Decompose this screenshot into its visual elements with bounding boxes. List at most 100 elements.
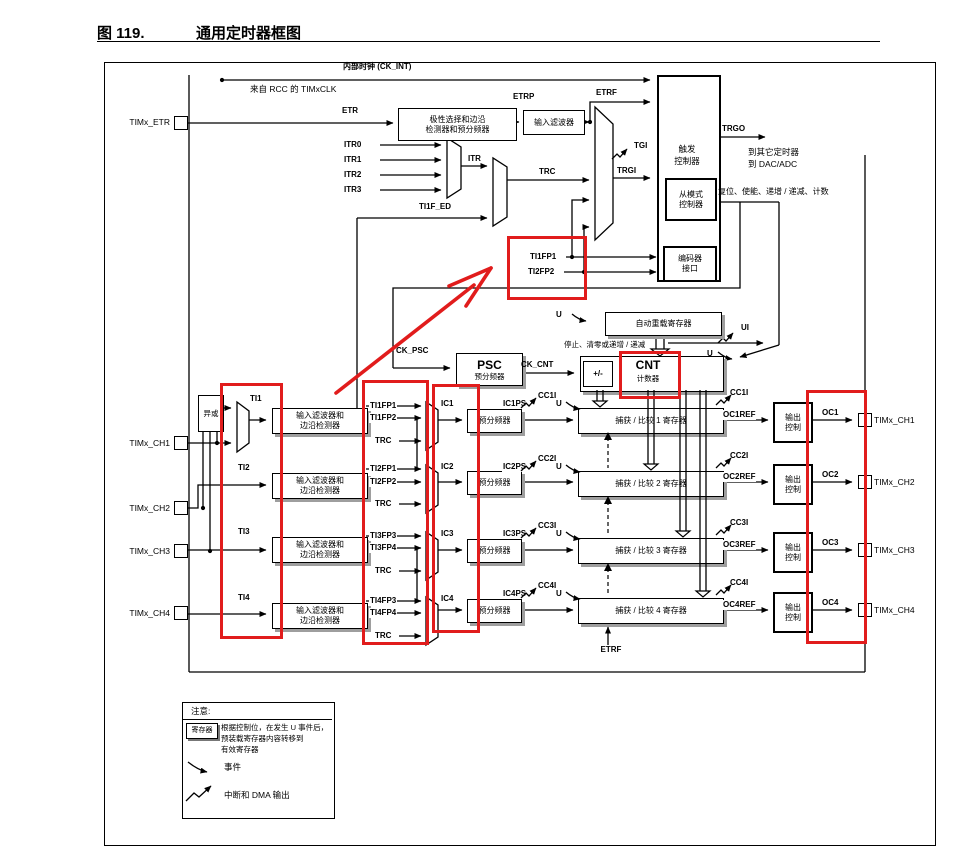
- ic-prescaler-box-ch2: 预分频器: [467, 471, 522, 495]
- itr2-label: ITR2: [344, 170, 362, 179]
- ti2fp2-encoder-label: TI2FP2: [527, 267, 556, 277]
- ck-cnt-label: CK_CNT: [521, 360, 554, 369]
- input-filter-label: 输入滤波器: [534, 117, 574, 127]
- ti1fp1-encoder-label: TI1FP1: [529, 252, 558, 262]
- xor-box: 异或: [198, 395, 224, 432]
- cnt-label: CNT: [635, 358, 661, 372]
- etrf-bottom-label: ETRF: [592, 645, 630, 655]
- to-dac-adc-label: 到 DAC/ADC: [748, 159, 798, 169]
- ic-prescaler-box-ch3: 预分频器: [467, 539, 522, 563]
- output-pin-label-ch2: TIMx_CH2: [874, 477, 915, 487]
- prescaler-label: 预分频器: [478, 416, 511, 425]
- updown-label: +/-: [593, 369, 603, 378]
- ti-label-ch2: TI2: [238, 463, 250, 472]
- legend-event-label: 事件: [224, 762, 242, 772]
- to-other-timers-label: 到其它定时器: [748, 147, 800, 157]
- input-filter-box: 输入滤波器: [523, 110, 585, 135]
- input-filter-edge-box-ch3: 输入滤波器和边沿检测器: [272, 537, 368, 563]
- input-pin-label-ch4: TIMx_CH4: [129, 608, 170, 618]
- ic-label-ch2: IC2: [441, 462, 454, 471]
- u-label-ch1: U: [556, 399, 562, 408]
- cci-left-label-ch3: CC3I: [538, 521, 557, 530]
- fp2-label-ch4: TI4FP4: [369, 608, 398, 618]
- filter-label: 输入滤波器和: [296, 411, 344, 420]
- cci-left-label-ch1: CC1I: [538, 391, 557, 400]
- fp1-label-ch2: TI2FP1: [369, 464, 398, 474]
- trc-label-ch1: TRC: [374, 436, 393, 446]
- legend-separator: [183, 719, 332, 720]
- psc-prescaler-box: PSC 预分频器: [456, 353, 523, 386]
- output-control-label: 控制: [785, 422, 801, 432]
- legend-register-label: 寄存器: [191, 727, 213, 734]
- ti-label-ch4: TI4: [238, 593, 250, 602]
- filter-label: 输入滤波器和: [296, 606, 344, 615]
- icps-label-ch4: IC4PS: [502, 589, 528, 599]
- ck-psc-label: CK_PSC: [396, 346, 429, 355]
- legend-preload-line3: 有效寄存器: [221, 745, 259, 754]
- trc-label-ch4: TRC: [374, 631, 393, 641]
- legend-register-symbol: 寄存器: [186, 723, 218, 739]
- polarity-line1: 极性选择和边沿: [429, 114, 486, 124]
- updown-box: +/-: [583, 361, 613, 387]
- oc-label-ch2: OC2: [822, 470, 839, 479]
- legend-box: [182, 702, 335, 819]
- u-event-out-label: U: [707, 349, 713, 358]
- prescaler-label: 预分频器: [478, 546, 511, 555]
- legend-preload-line2: 预装载寄存器内容转移到: [221, 734, 304, 743]
- oc-label-ch1: OC1: [822, 408, 839, 417]
- ti1f-ed-label: TI1F_ED: [419, 202, 452, 211]
- output-control-label: 输出: [785, 474, 801, 484]
- slave-line1: 从模式: [679, 189, 703, 199]
- itr1-label: ITR1: [344, 155, 362, 164]
- filter-label: 输入滤波器和: [296, 476, 344, 485]
- output-control-label: 控制: [785, 552, 801, 562]
- ic-label-ch3: IC3: [441, 529, 454, 538]
- oc-label-ch3: OC3: [822, 538, 839, 547]
- autoreload-label: 自动重载寄存器: [635, 319, 692, 328]
- capture-compare-register-ch4: 捕获 / 比较 4 寄存器: [578, 598, 724, 624]
- output-control-label: 输出: [785, 602, 801, 612]
- from-rcc-label: 来自 RCC 的 TIMxCLK: [250, 84, 337, 94]
- highlight-cnt: [619, 351, 681, 399]
- input-pin-label-ch1: TIMx_CH1: [129, 438, 170, 448]
- input-pin-label-ch3: TIMx_CH3: [129, 546, 170, 556]
- u-label-ch4: U: [556, 589, 562, 598]
- ic-prescaler-box-ch4: 预分频器: [467, 599, 522, 623]
- fp2-label-ch1: TI1FP2: [369, 413, 398, 423]
- psc-label: PSC: [477, 357, 502, 372]
- prescaler-label: 预分频器: [478, 478, 511, 487]
- trc-label-ch2: TRC: [374, 499, 393, 509]
- cci-left-label-ch2: CC2I: [538, 454, 557, 463]
- itr0-label: ITR0: [344, 140, 362, 149]
- icps-label-ch2: IC2PS: [502, 462, 528, 472]
- input-filter-edge-box-ch2: 输入滤波器和边沿检测器: [272, 473, 368, 499]
- u-label-ch2: U: [556, 462, 562, 471]
- highlight-ti-column: [220, 383, 283, 639]
- legend-preload-line1: 根据控制位，在发生 U 事件后，: [221, 723, 329, 732]
- register-label: 捕获 / 比较 4 寄存器: [615, 606, 687, 615]
- psc-sub-label: 预分频器: [474, 371, 505, 381]
- cci-right-label-ch2: CC2I: [730, 451, 749, 460]
- output-control-label: 输出: [785, 412, 801, 422]
- trgo-label: TRGO: [722, 124, 746, 133]
- title-rule: [97, 41, 880, 42]
- register-label: 捕获 / 比较 3 寄存器: [615, 546, 687, 555]
- output-control-label: 控制: [785, 484, 801, 494]
- legend-note-label: 注意:: [191, 706, 211, 716]
- register-label: 捕获 / 比较 2 寄存器: [615, 479, 687, 488]
- output-control-label: 输出: [785, 542, 801, 552]
- timx-etr-pin: [174, 116, 188, 130]
- icps-label-ch3: IC3PS: [502, 529, 528, 539]
- output-pin-label-ch4: TIMx_CH4: [874, 605, 915, 615]
- output-pin-label-ch1: TIMx_CH1: [874, 415, 915, 425]
- timx-ch4-input-pin: [174, 606, 188, 620]
- highlight-ti1fp1-ti2fp2: [507, 236, 587, 300]
- figure-number: 图 119.: [97, 25, 145, 42]
- encoder-line1: 编码器: [678, 254, 702, 263]
- ui-label: UI: [741, 323, 749, 332]
- itr-label: ITR: [468, 154, 481, 163]
- legend-interrupt-label: 中断和 DMA 输出: [224, 790, 290, 800]
- fp2-label-ch3: TI3FP4: [369, 543, 398, 553]
- highlight-oc-column: [806, 390, 867, 644]
